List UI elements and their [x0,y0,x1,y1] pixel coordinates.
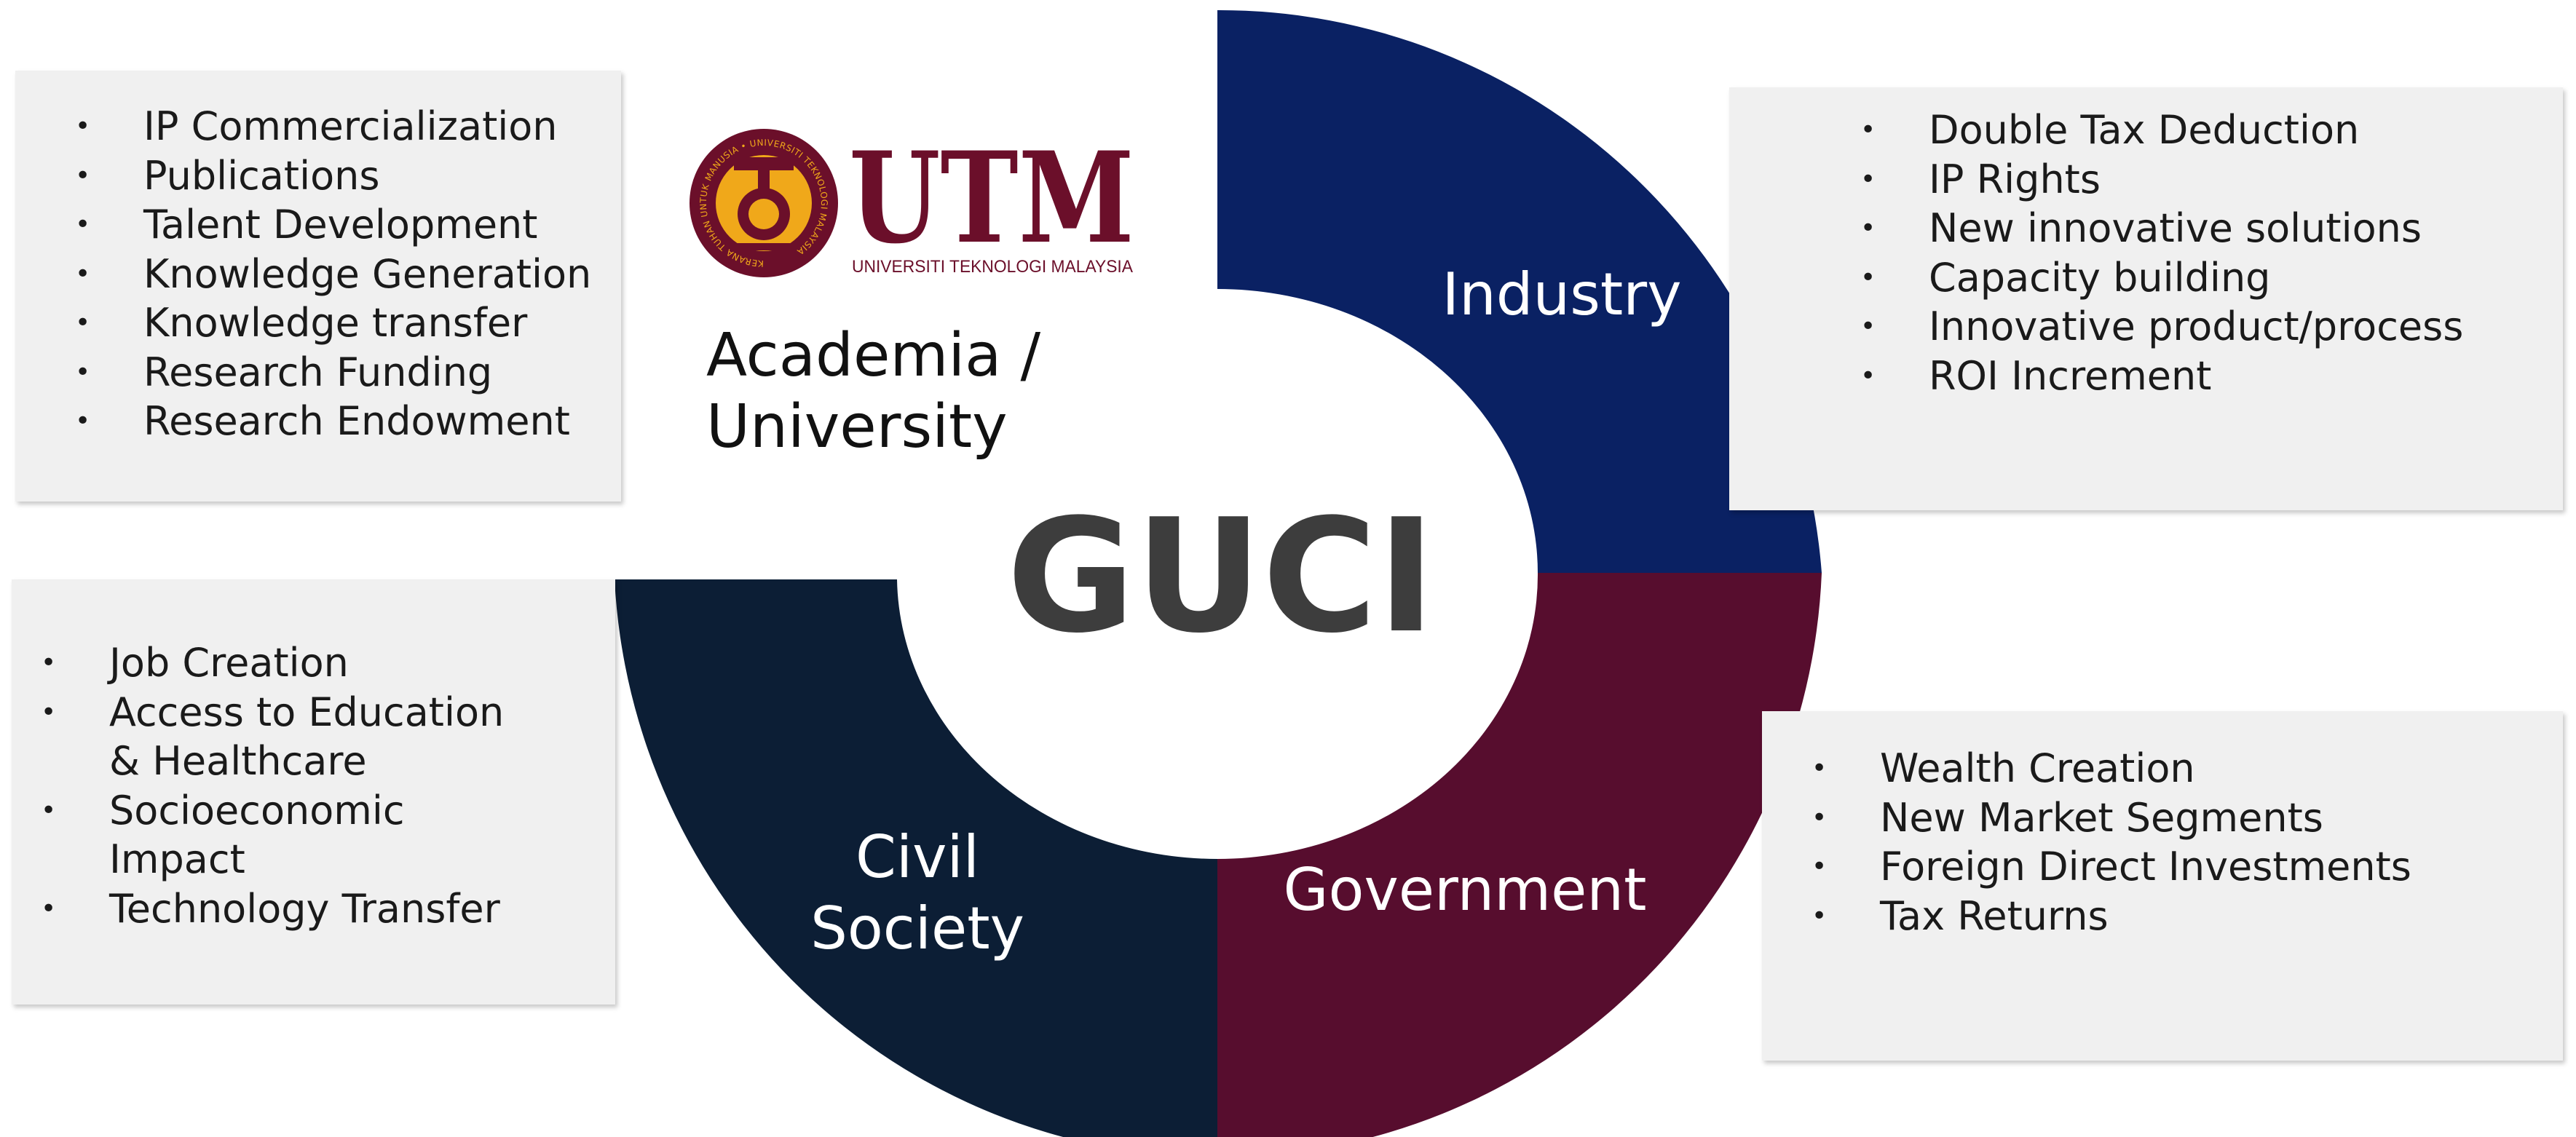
list-item: •IP Rights [1860,155,2563,205]
academia-label: Academia / University [706,320,1040,463]
bullet-icon: • [41,697,57,727]
bullet-icon: • [1860,312,1876,341]
academia-benefits-list: •IP Commercialization •Publications •Tal… [75,102,621,446]
government-benefits-list: •Wealth Creation •New Market Segments •F… [1812,744,2563,941]
list-item: •Knowledge transfer [75,298,621,348]
bullet-icon: • [41,648,57,678]
bullet-icon: • [1812,900,1828,931]
bullet-icon: • [1812,852,1828,882]
bullet-icon: • [1860,360,1876,391]
list-item: •Wealth Creation [1812,744,2563,793]
utm-wordmark: UTM [849,127,1134,272]
bullet-icon: • [75,308,91,338]
civil-society-benefits-list: •Job Creation •Access to Education & Hea… [41,638,615,934]
bullet-icon: • [75,210,91,239]
bullet-icon: • [75,160,91,191]
government-benefits-box: •Wealth Creation •New Market Segments •F… [1762,711,2563,1061]
academia-benefits-box: •IP Commercialization •Publications •Tal… [15,71,621,502]
bullet-icon: • [1812,753,1828,783]
list-item: •Tax Returns [1812,892,2563,941]
civil-society-label-line1: Civil [856,823,979,891]
civil-society-label-line2: Society [810,895,1024,962]
list-item-continuation: & Healthcare [109,738,367,784]
bullet-icon: • [41,893,57,924]
civil-society-benefits-box: •Job Creation •Access to Education & Hea… [12,579,615,1005]
list-item: •Technology Transfer [41,884,615,934]
industry-label: Industry [1442,261,1681,328]
list-item: •Research Funding [75,348,621,397]
bullet-icon: • [1860,213,1876,243]
government-label: Government [1284,856,1647,924]
government-segment [1217,573,1822,1137]
list-item: •Foreign Direct Investments [1812,842,2563,892]
bullet-icon: • [1860,262,1876,293]
bullet-icon: • [75,111,91,141]
list-item: •Research Endowment [75,397,621,446]
industry-benefits-list: •Double Tax Deduction •IP Rights •New in… [1860,106,2563,401]
bullet-icon: • [75,406,91,436]
list-item: •IP Commercialization [75,102,621,151]
list-item: •Job Creation [41,638,615,688]
list-item-continuation: Impact [109,836,245,882]
list-item: •ROI Increment [1860,352,2563,401]
list-item: •Talent Development [75,200,621,250]
bullet-icon: • [1812,802,1828,833]
list-item: •New innovative solutions [1860,204,2563,253]
industry-benefits-box: •Double Tax Deduction •IP Rights •New in… [1729,87,2563,510]
list-item: •Innovative product/process [1860,302,2563,352]
bullet-icon: • [1860,115,1876,145]
utm-subtitle: UNIVERSITI TEKNOLOGI MALAYSIA [852,257,1133,277]
list-item: •Capacity building [1860,253,2563,303]
civil-society-segment [615,579,1217,1137]
utm-logo: KERANA TUHAN UNTUK MANUSIA • UNIVERSITI … [690,127,1134,277]
list-item: •Access to Education [41,688,615,737]
list-item: •Socioeconomic [41,786,615,836]
academia-label-line1: Academia / [706,321,1041,390]
list-item: •New Market Segments [1812,793,2563,843]
bullet-icon: • [1860,164,1876,194]
industry-segment [1217,9,1822,573]
bullet-icon: • [75,258,91,289]
list-item: •Double Tax Deduction [1860,106,2563,155]
list-item: •Publications [75,151,621,201]
bullet-icon: • [41,795,57,825]
academia-label-line2: University [706,392,1008,461]
bullet-icon: • [75,357,91,387]
center-title: GUCI [1007,485,1436,667]
list-item: •Knowledge Generation [75,250,621,299]
